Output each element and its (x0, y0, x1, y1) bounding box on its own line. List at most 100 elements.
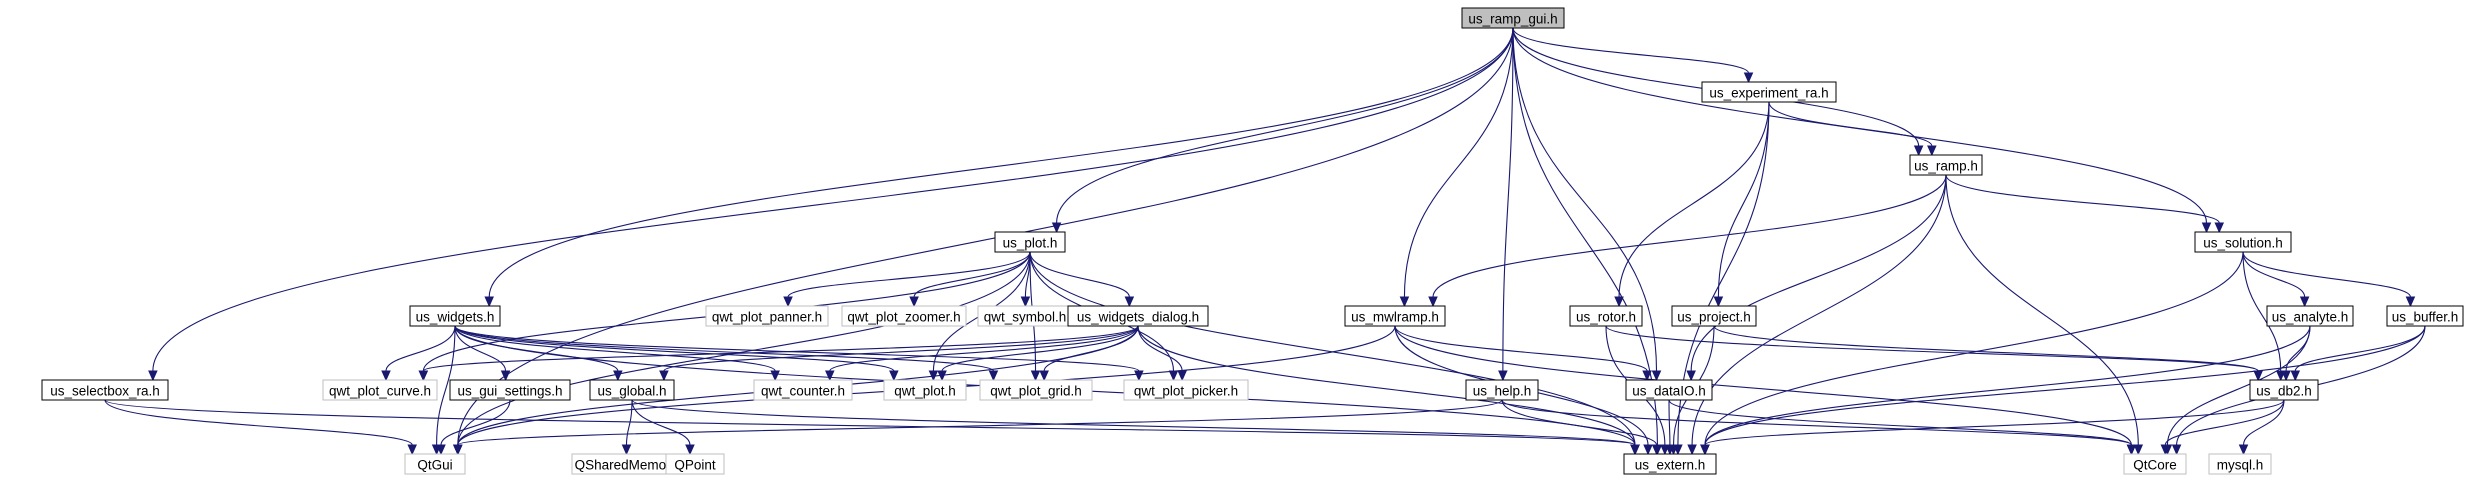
edge-line (829, 325, 1139, 372)
edge-arrowhead (1630, 444, 1640, 456)
node-QtCore: QtCore (2123, 453, 2187, 475)
edge-arrowhead (1913, 145, 1924, 157)
node-box (883, 379, 967, 401)
edge-line (1512, 27, 2208, 224)
edge-line (1668, 399, 2132, 446)
edge-us_widgets-to-qwt_counter (454, 325, 780, 382)
edge-us_ramp_gui-to-us_selectbox_ra (148, 27, 1514, 382)
edge-us_plot-to-us_extern (1029, 251, 1640, 456)
edge-line (457, 27, 1514, 446)
node-us_solution[interactable]: us_solution.h (2194, 231, 2292, 253)
edge-line (2242, 251, 2282, 372)
edge-line (1768, 101, 1933, 147)
node-box (841, 305, 967, 327)
edge-us_widgets-to-us_gui_settings (454, 325, 511, 382)
node-label: us_selectbox_ra.h (50, 384, 160, 399)
edge-line (2242, 251, 2306, 298)
edge-us_ramp_gui-to-us_widgets (484, 27, 1514, 308)
edge-us_widgets_dialog-to-us_global (659, 325, 1139, 382)
edge-line (2294, 325, 2426, 372)
edge-line (1137, 325, 1183, 372)
edge-arrowhead (2281, 370, 2291, 382)
edge-line (1713, 325, 2259, 372)
node-box (2266, 305, 2354, 327)
edge-line (440, 399, 511, 446)
node-label: us_dataIO.h (1632, 384, 1706, 399)
node-label: qwt_plot_panner.h (712, 310, 822, 325)
node-qwt_plot_curve: qwt_plot_curve.h (322, 379, 438, 401)
node-us_buffer[interactable]: us_buffer.h (2386, 305, 2464, 327)
edge-line (454, 325, 507, 372)
edge-us_global-to-us_extern (631, 399, 1640, 456)
node-box (1701, 81, 1837, 103)
edge-line (436, 325, 456, 446)
edge-arrowhead (1399, 296, 1410, 308)
edge-us_widgets-to-qwt_plot_grid (454, 325, 999, 382)
edge-line (454, 325, 619, 372)
edge-us_ramp-to-QtCore (1945, 174, 2144, 456)
edge-us_widgets_dialog-to-qwt_counter (825, 325, 1139, 382)
node-label: us_global.h (597, 384, 666, 399)
node-box (404, 453, 466, 475)
edge-line (1605, 325, 2259, 372)
node-box (979, 379, 1093, 401)
node-label: us_widgets.h (416, 310, 495, 325)
edge-us_global-to-QPoint (631, 399, 695, 456)
edge-arrowhead (2214, 222, 2225, 234)
edge-arrowhead (436, 444, 446, 456)
node-qwt_plot_grid: qwt_plot_grid.h (979, 379, 1093, 401)
node-us_widgets[interactable]: us_widgets.h (409, 305, 501, 327)
node-label: us_ramp_gui.h (1468, 12, 1557, 27)
node-us_help[interactable]: us_help.h (1465, 379, 1539, 401)
edge-line (2166, 325, 2311, 446)
edge-arrowhead (484, 296, 494, 308)
node-us_global[interactable]: us_global.h (589, 379, 675, 401)
node-us_experiment_ra[interactable]: us_experiment_ra.h (1701, 81, 1837, 103)
edge-us_project-to-us_db2 (1713, 325, 2263, 382)
edge-us_selectbox_ra-to-QtGui (104, 399, 417, 456)
node-us_rotor[interactable]: us_rotor.h (1569, 305, 1643, 327)
edge-arrowhead (1651, 370, 1662, 382)
edge-us_ramp_gui-to-us_dataIO (1512, 27, 1662, 382)
node-us_plot[interactable]: us_plot.h (994, 231, 1066, 253)
edge-line (1945, 174, 2220, 224)
edge-arrowhead (770, 370, 780, 382)
node-box (2123, 453, 2187, 475)
node-us_selectbox_ra[interactable]: us_selectbox_ra.h (41, 379, 169, 401)
node-us_db2[interactable]: us_db2.h (2249, 379, 2319, 401)
edge-arrowhead (148, 370, 158, 382)
node-mysql: mysql.h (2208, 453, 2272, 475)
edge-arrowhead (1713, 296, 1724, 308)
edge-line (1704, 399, 2285, 446)
edge-arrowhead (1665, 444, 1675, 456)
node-box (1123, 379, 1249, 401)
node-us_gui_settings[interactable]: us_gui_settings.h (449, 379, 571, 401)
edge-arrowhead (2299, 296, 2310, 308)
edge-line (1945, 174, 2139, 446)
node-label: us_solution.h (2203, 236, 2283, 251)
edge-line (1501, 399, 1658, 446)
node-us_extern[interactable]: us_extern.h (1623, 453, 1717, 475)
node-qwt_plot_panner: qwt_plot_panner.h (705, 305, 829, 327)
node-us_widgets_dialog[interactable]: us_widgets_dialog.h (1067, 305, 1209, 327)
edge-line (1512, 27, 1750, 74)
edge-arrowhead (988, 370, 999, 382)
node-us_project[interactable]: us_project.h (1671, 305, 1757, 327)
edge-line (1403, 27, 1514, 298)
node-us_mwlramp[interactable]: us_mwlramp.h (1344, 305, 1446, 327)
edge-us_widgets-to-qwt_plot_picker (454, 325, 1144, 382)
edge-us_db2-to-QtCore (2160, 399, 2285, 456)
edge-line (454, 325, 895, 372)
edge-arrowhead (1700, 444, 1710, 456)
node-us_ramp[interactable]: us_ramp.h (1909, 154, 1983, 176)
edge-arrowhead (783, 296, 793, 308)
node-us_dataIO[interactable]: us_dataIO.h (1625, 379, 1713, 401)
edge-arrowhead (1428, 296, 1438, 308)
node-us_analyte[interactable]: us_analyte.h (2266, 305, 2354, 327)
node-us_ramp_gui[interactable]: us_ramp_gui.h (1461, 7, 1565, 29)
edge-us_widgets-to-qwt_plot_curve (381, 325, 456, 382)
edge-us_widgets_dialog-to-qwt_plot_curve (418, 325, 1139, 382)
node-label: us_experiment_ra.h (1709, 86, 1828, 101)
edge-line (454, 325, 776, 372)
